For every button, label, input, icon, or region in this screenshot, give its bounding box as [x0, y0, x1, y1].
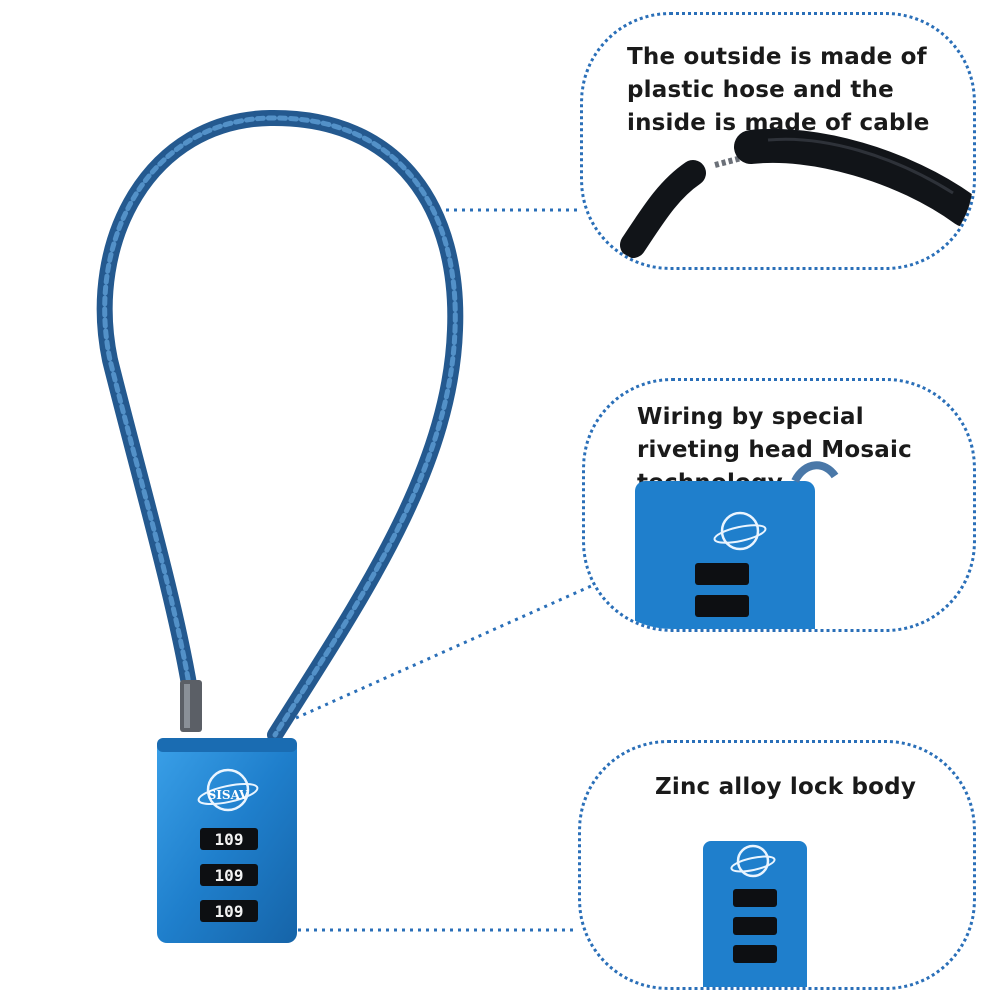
callout-rivet: Wiring by special riveting head Mosaic t… — [582, 378, 976, 632]
cable-ferrule — [180, 680, 202, 732]
callout-cable: The outside is made of plastic hose and … — [580, 12, 976, 270]
brand-logo — [197, 768, 259, 812]
brand-logo-text: SISAV — [208, 788, 249, 802]
dial-1: 109 — [215, 830, 244, 849]
dial-2: 109 — [215, 866, 244, 885]
leader-line-rivet — [295, 580, 601, 720]
hose-detail-image — [620, 128, 973, 258]
rivet-detail-image — [635, 461, 839, 629]
callout-body-text: Zinc alloy lock body — [655, 774, 917, 800]
body-detail-image — [703, 841, 807, 987]
combination-dials — [200, 828, 258, 922]
dial-3: 109 — [215, 902, 244, 921]
callout-body: Zinc alloy lock body — [578, 740, 976, 990]
cable-loop — [96, 109, 464, 743]
